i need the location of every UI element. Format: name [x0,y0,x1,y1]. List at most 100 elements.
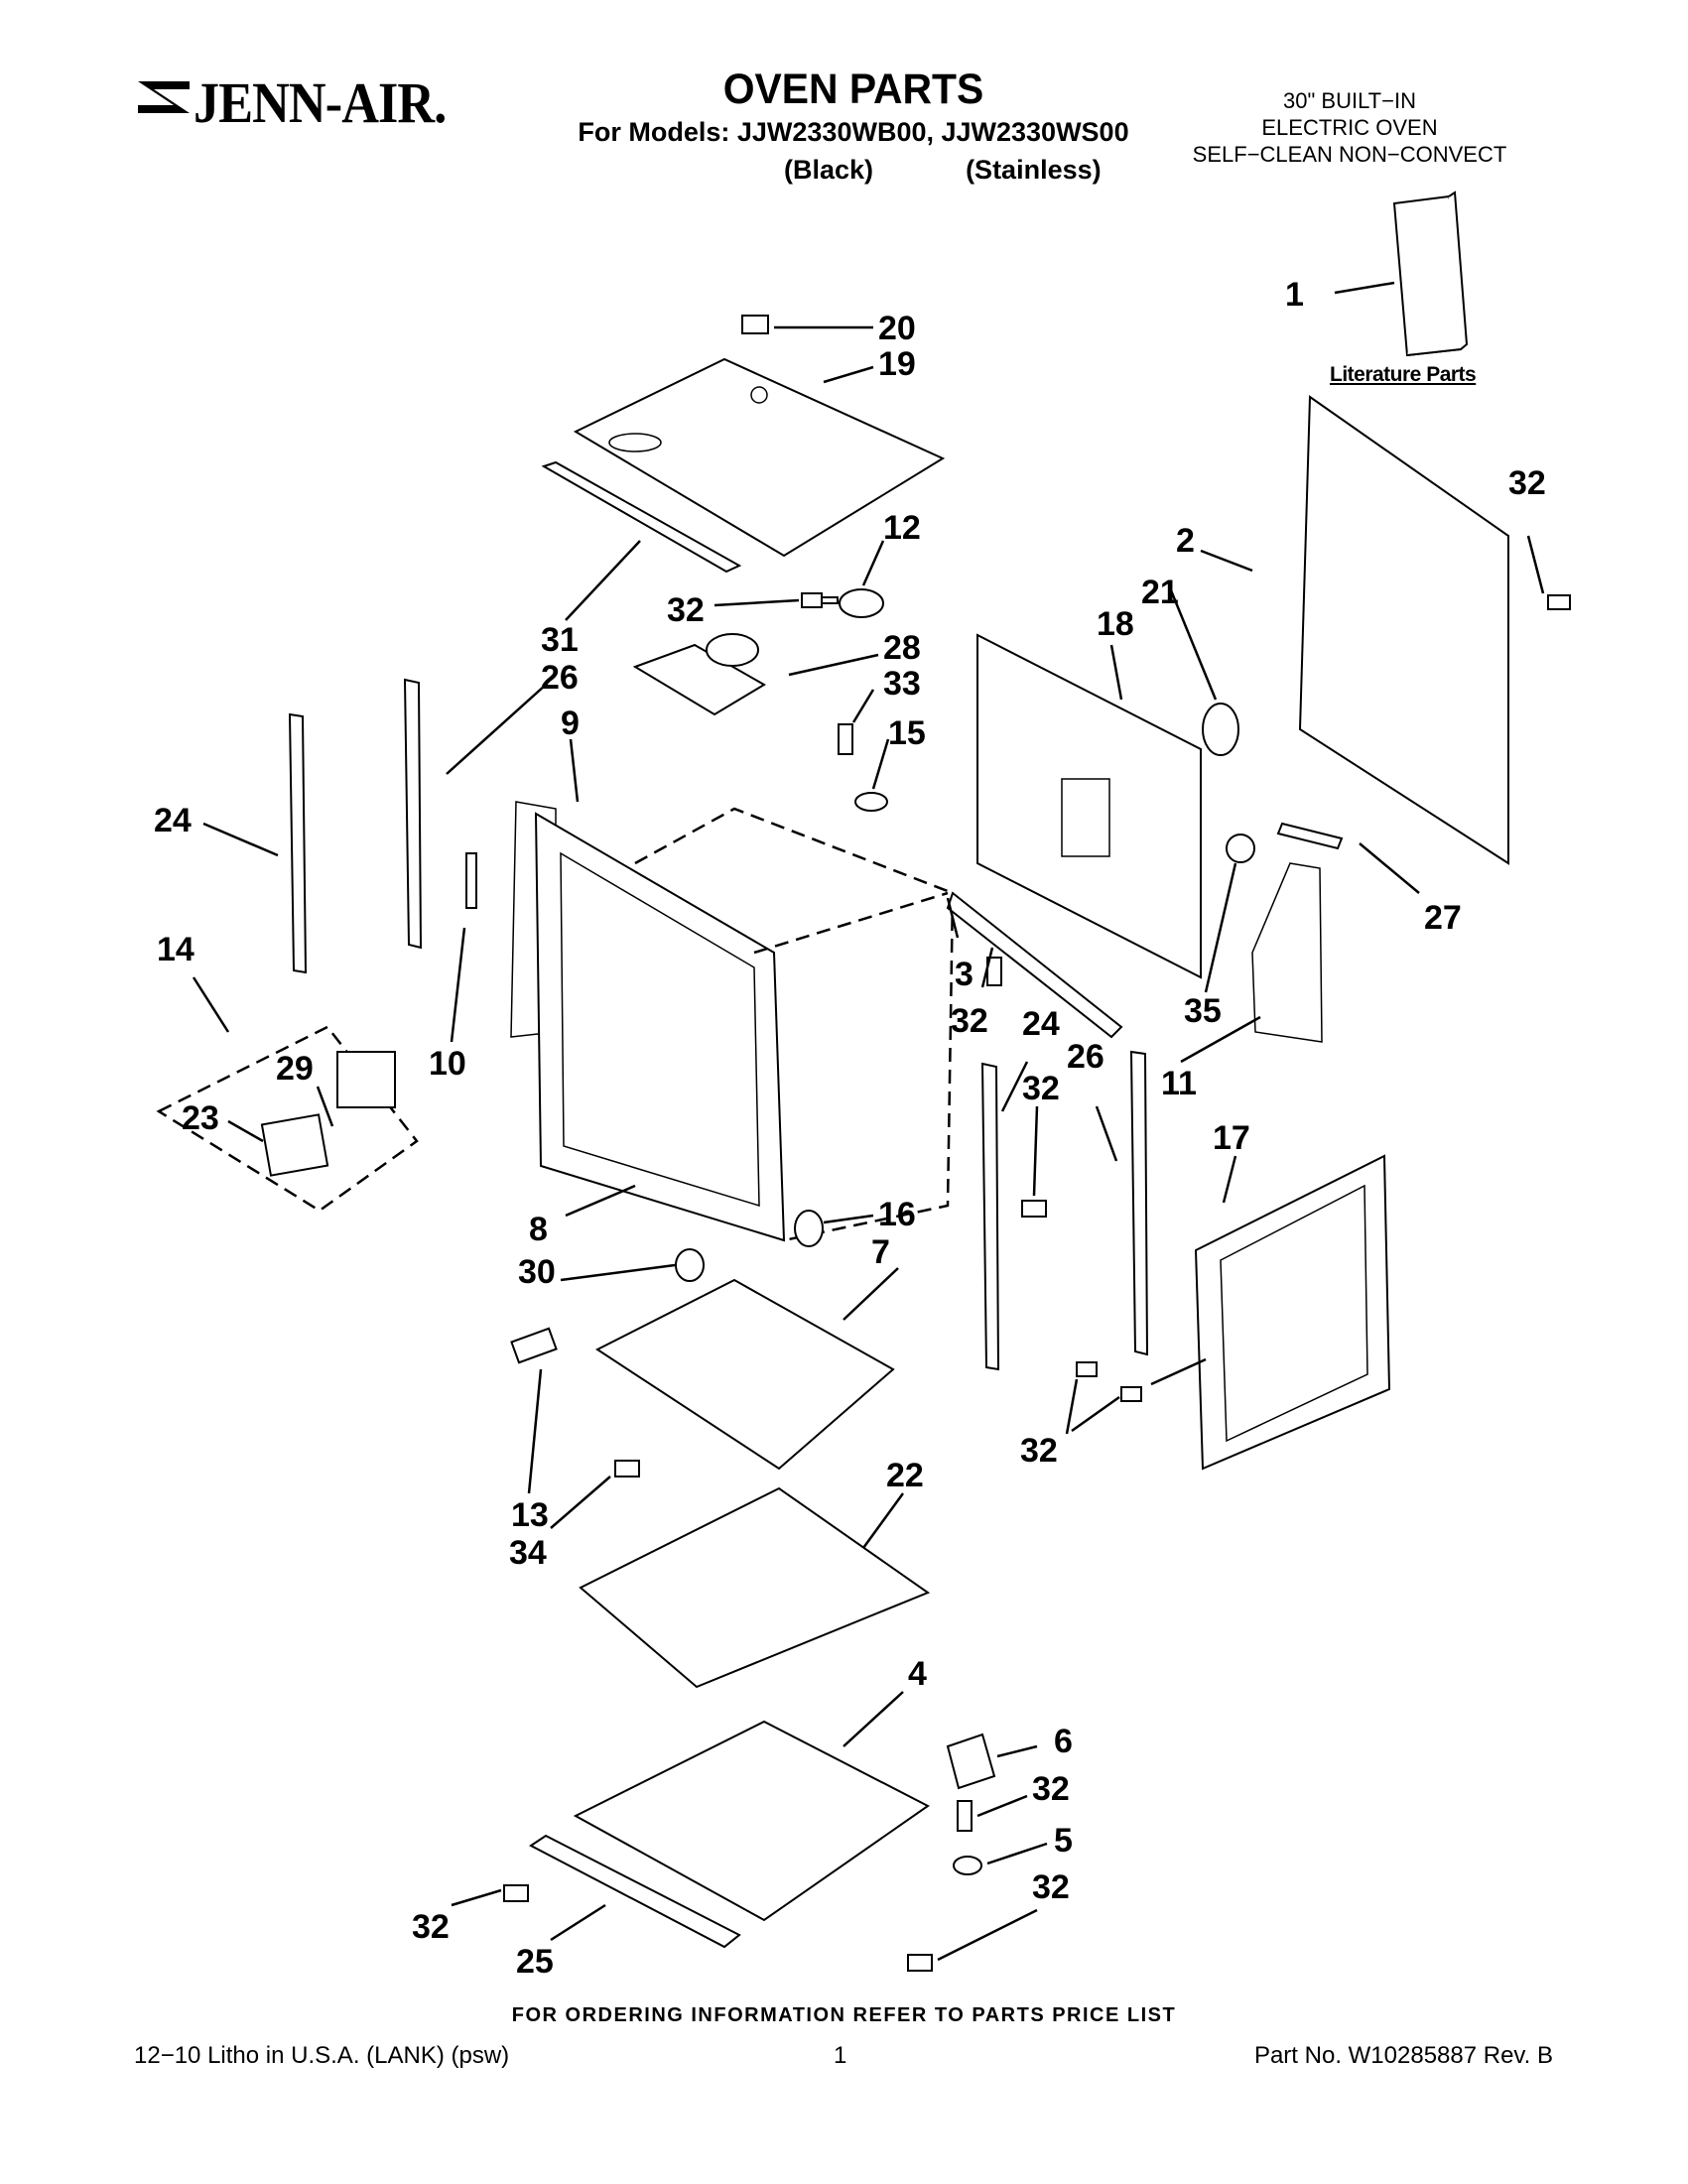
motor-bracket-part-28 [632,633,766,716]
callout-21: 21 [1141,574,1179,611]
control-assembly-group-14 [156,1025,419,1213]
callout-24: 24 [1022,1005,1060,1043]
page-title: OVEN PARTS [722,65,984,113]
screw-part [1076,1361,1098,1377]
callout-12: 12 [883,509,921,547]
bottom-frame-part-4 [573,1720,930,1922]
callout-14: 14 [157,931,195,968]
callout-34: 34 [509,1534,547,1572]
litho-info: 12−10 Litho in U.S.A. (LANK) (psw) [134,2042,510,2069]
shield-part-22 [579,1486,931,1689]
thermal-switch-part-35 [1226,834,1255,863]
callout-19: 19 [878,345,916,383]
spec-line: SELF−CLEAN NON−CONVECT [1192,142,1507,167]
brand-mark-icon [138,81,190,113]
washer-part-5 [953,1856,982,1875]
callout-32: 32 [1032,1770,1070,1808]
model-variants: (Black) (Stainless) [784,155,1102,186]
callout-5: 5 [1054,1822,1073,1860]
oven-cavity-part [534,807,955,1242]
callout-32: 32 [1020,1432,1058,1470]
screw-part [503,1884,529,1902]
callout-23: 23 [182,1099,219,1137]
callout-17: 17 [1213,1119,1250,1157]
side-rail-part-26 [403,678,423,950]
callout-30: 30 [518,1253,556,1291]
callout-32: 32 [1032,1868,1070,1906]
literature-booklet-part [1392,191,1469,357]
rail-part-31 [541,460,742,574]
screw-part [1021,1200,1047,1218]
callout-24: 24 [154,802,192,839]
spec-line: 30" BUILT−IN [1283,88,1416,113]
callout-10: 10 [429,1045,466,1083]
limit-switch-part-21 [1202,703,1239,756]
part-20 [741,315,769,334]
screw-part [614,1460,640,1477]
leader-lines [192,281,1545,1962]
side-rail-part-26 [1129,1050,1149,1356]
callout-32: 32 [951,1002,988,1040]
callout-9: 9 [561,705,580,742]
screw-part [1120,1386,1142,1402]
oven-specs: 30" BUILT−IN ELECTRIC OVEN SELF−CLEAN NO… [1171,87,1528,168]
callout-3: 3 [955,956,974,993]
brand-name: JENN-AIR. [194,70,447,135]
callout-1: 1 [1285,276,1304,314]
callout-35: 35 [1184,992,1222,1030]
callout-18: 18 [1097,605,1134,643]
callout-2: 2 [1176,522,1195,560]
callout-26: 26 [1067,1038,1104,1076]
callout-4: 4 [908,1655,927,1693]
screw-part [907,1954,933,1972]
part-16 [794,1210,824,1247]
callout-6: 6 [1054,1723,1073,1760]
variant-stainless: (Stainless) [966,155,1102,185]
callout-15: 15 [888,714,926,752]
housing-part-29 [336,1051,396,1108]
callout-29: 29 [276,1050,314,1088]
callout-31: 31 [541,621,579,659]
door-frame-part-17 [1194,1154,1391,1471]
bracket-part-6 [946,1733,996,1790]
callout-11: 11 [1161,1065,1197,1102]
literature-parts-label: Literature Parts [1330,363,1477,386]
models-line: For Models: JJW2330WB00, JJW2330WS00 [578,117,1129,147]
top-panel-part [573,357,946,558]
lamp-part-30 [675,1248,705,1282]
grommet-part-15 [854,792,888,812]
callout-8: 8 [529,1211,548,1248]
ordering-notice: FOR ORDERING INFORMATION REFER TO PARTS … [511,2004,1177,2026]
strip-part-27 [1276,822,1344,850]
callout-7: 7 [871,1233,890,1271]
screw-part [1547,594,1571,610]
callout-32: 32 [1508,464,1546,502]
callout-33: 33 [883,665,921,703]
side-rail-part-24 [980,1062,1000,1371]
rail-part-25 [529,1834,741,1949]
callout-32: 32 [412,1908,450,1946]
sensor-part-13 [510,1327,558,1364]
callout-13: 13 [511,1496,549,1534]
callout-28: 28 [883,629,921,667]
callout-26: 26 [541,659,579,697]
bottom-tray-part-7 [595,1278,895,1471]
page-number: 1 [834,2042,847,2069]
side-rail-part-24 [288,712,308,974]
callout-32: 32 [667,591,705,629]
fan-part-12 [839,588,884,618]
screw-part [801,592,839,608]
callout-27: 27 [1424,899,1462,937]
callout-22: 22 [886,1457,924,1494]
screw-part [838,723,853,755]
jenn-air-logo: JENN-AIR. [134,67,471,147]
screw-part [957,1800,973,1832]
panel-part-23 [260,1113,329,1177]
rear-panel-part-18 [976,633,1202,979]
variant-black: (Black) [784,155,874,185]
callout-16: 16 [878,1196,916,1233]
callout-20: 20 [878,310,916,347]
part-10 [465,852,477,909]
callout-25: 25 [516,1943,554,1981]
